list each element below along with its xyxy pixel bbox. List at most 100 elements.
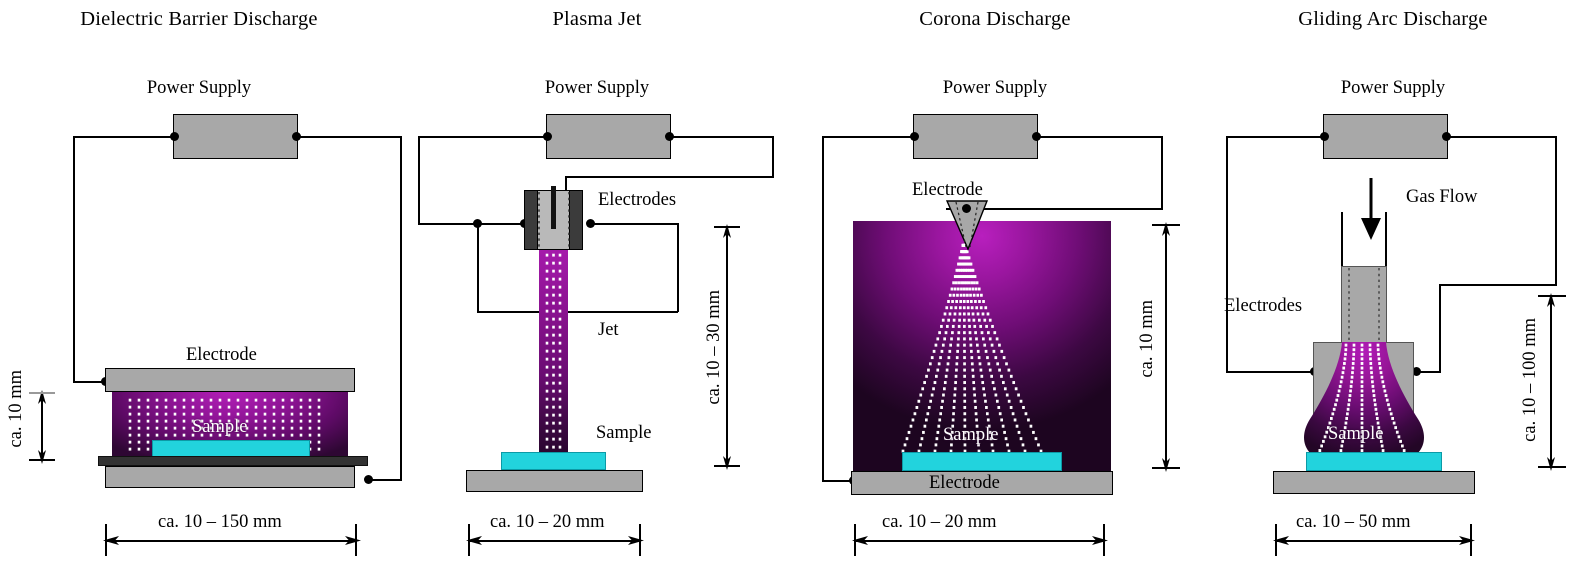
- sample-label: Sample: [192, 417, 248, 437]
- electrode-node-right: [1412, 367, 1421, 376]
- wire-top-right: [669, 136, 774, 138]
- wire-top-right: [296, 136, 402, 138]
- gap-dimension-arrows: [38, 390, 46, 464]
- width-dim-tick-left: [468, 524, 470, 556]
- dielectric-barrier: [98, 456, 368, 466]
- electrodes-label: Electrodes: [598, 190, 677, 210]
- plasma-gliding-arc: [1304, 342, 1424, 465]
- power-supply-label: Power Supply: [1340, 78, 1446, 98]
- electrode-node-bottom: [364, 475, 373, 484]
- wire-left-to-electrode: [418, 223, 524, 225]
- panel-plasma-jet: Plasma Jet Power Supply Electrodes: [398, 0, 796, 572]
- height-dim-tick-bottom: [1152, 467, 1180, 469]
- panel-title: Plasma Jet: [552, 8, 642, 30]
- width-dim-tick-right: [1103, 524, 1105, 556]
- nozzle-dotted-lines: [1348, 268, 1380, 342]
- width-dimension-label: ca. 10 – 50 mm: [1296, 512, 1411, 532]
- width-dim-tick-right: [355, 524, 357, 556]
- height-dimension-arrows: [1162, 222, 1170, 472]
- terminal-node-left: [910, 132, 919, 141]
- width-dim-tick-left: [1275, 524, 1277, 556]
- wire-right-vertical: [1555, 136, 1557, 285]
- width-dimension-line: [470, 540, 640, 542]
- width-dimension-label: ca. 10 – 20 mm: [882, 512, 997, 532]
- gap-dim-tick-top: [29, 392, 55, 394]
- sample-label: Sample: [1328, 424, 1384, 444]
- plasma-filament-dots: [128, 398, 321, 451]
- height-dimension-line: [1550, 297, 1552, 467]
- power-supply-box: [546, 114, 671, 159]
- wire-pin-drop: [565, 176, 567, 190]
- sample-block: [1306, 452, 1442, 471]
- height-dimension-line: [1165, 226, 1167, 468]
- plasma-region: [853, 221, 1111, 471]
- wire-top-right: [1446, 136, 1557, 138]
- height-dimension-line: [726, 228, 728, 466]
- wire-junction-drop: [477, 223, 479, 312]
- width-dimension-arrows: [103, 536, 361, 545]
- electrode-left-block: [524, 190, 538, 250]
- terminal-node-right: [292, 132, 301, 141]
- wire-left-vertical: [418, 136, 420, 224]
- panel-title: Gliding Arc Discharge: [1298, 8, 1488, 30]
- panel-title: Corona Discharge: [919, 8, 1071, 30]
- height-dimension-arrows: [723, 224, 731, 470]
- top-electrode: [105, 368, 355, 392]
- electrode-center-pin: [551, 186, 556, 229]
- width-dimension-label: ca. 10 – 150 mm: [158, 512, 282, 532]
- stage-base: [1273, 471, 1475, 494]
- wire-left-vertical: [1226, 136, 1228, 372]
- terminal-node-right: [665, 132, 674, 141]
- wire-to-tip-electrode: [946, 208, 1163, 210]
- wire-top-left: [73, 136, 175, 138]
- wire-right-vertical: [400, 136, 402, 480]
- width-dim-tick-right: [639, 524, 641, 556]
- gap-dim-tick-bottom: [29, 459, 55, 461]
- wire-top-left: [418, 136, 548, 138]
- wire-top-left: [1226, 136, 1325, 138]
- wire-bottom-return: [477, 311, 678, 313]
- electrodes-label: Electrodes: [1224, 296, 1303, 316]
- terminal-node-right: [1032, 132, 1041, 141]
- terminal-node-left: [170, 132, 179, 141]
- height-dimension-label: ca. 10 mm: [1137, 300, 1157, 378]
- width-dimension-line: [107, 540, 356, 542]
- electrode-label: Electrode: [186, 345, 257, 365]
- width-dim-tick-left: [854, 524, 856, 556]
- gas-tube-left-wall: [1341, 212, 1343, 270]
- bottom-electrode: [851, 471, 1113, 495]
- sample-block: [152, 440, 310, 457]
- power-supply-label: Power Supply: [544, 78, 650, 98]
- jet-filament-dots: [545, 253, 562, 449]
- wire-right-drop: [1439, 284, 1441, 372]
- panel-corona-discharge: Corona Discharge Power Supply Electrode …: [796, 0, 1194, 572]
- height-dim-tick-top: [1152, 224, 1180, 226]
- wire-right-vertical: [1161, 136, 1163, 209]
- width-dimension-line: [856, 540, 1104, 542]
- wire-right-sheath-top: [590, 223, 678, 225]
- tip-electrode: [945, 200, 989, 251]
- width-dimension-arrows: [466, 536, 644, 545]
- electrode-top-label: Electrode: [912, 180, 983, 200]
- height-dim-tick-top: [1538, 295, 1566, 297]
- tip-electrode-node: [962, 204, 971, 213]
- wire-left-vertical: [822, 136, 824, 481]
- electrode-right-block: [569, 190, 583, 250]
- wire-right-to-electrode: [1416, 371, 1441, 373]
- wire-top-left: [822, 136, 915, 138]
- wire-right-bottom: [368, 479, 402, 481]
- power-supply-box: [173, 114, 298, 159]
- gap-dimension-line: [41, 394, 43, 460]
- wire-top-right: [1036, 136, 1163, 138]
- panel-gliding-arc-discharge: Gliding Arc Discharge Power Supply Gas F…: [1194, 0, 1592, 572]
- width-dimension-line: [1277, 540, 1471, 542]
- sample-block: [501, 452, 606, 470]
- gas-tube-right-wall: [1385, 212, 1387, 270]
- terminal-node-left: [543, 132, 552, 141]
- gas-flow-label: Gas Flow: [1406, 187, 1478, 207]
- width-dimension-arrows: [1273, 536, 1475, 545]
- sample-label: Sample: [943, 425, 999, 445]
- wire-right-inward: [1439, 284, 1557, 286]
- width-dim-tick-left: [105, 524, 107, 556]
